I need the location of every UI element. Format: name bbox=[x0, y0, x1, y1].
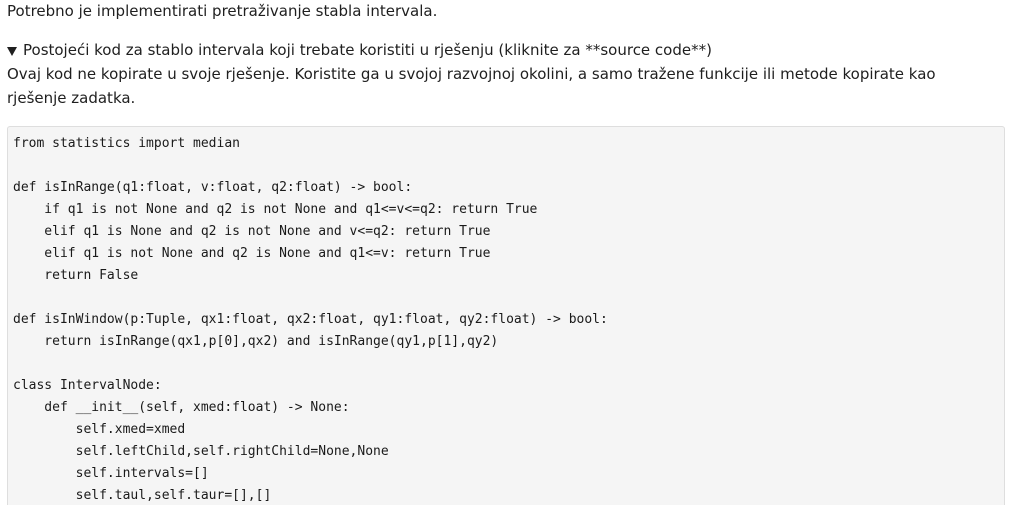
code-line bbox=[13, 287, 1004, 309]
code-line: def __init__(self, xmed:float) -> None: bbox=[13, 400, 350, 415]
code-line: def isInRange(q1:float, v:float, q2:floa… bbox=[13, 180, 413, 195]
code-line: return isInRange(qx1,p[0],qx2) and isInR… bbox=[13, 334, 499, 349]
code-line: self.xmed=xmed bbox=[13, 422, 186, 437]
code-line: return False bbox=[13, 268, 139, 283]
code-line: self.taul,self.taur=[],[] bbox=[13, 488, 272, 503]
intro-text: Potrebno je implementirati pretraživanje… bbox=[7, 2, 438, 20]
code-line: self.intervals=[] bbox=[13, 466, 209, 481]
code-line: elif q1 is not None and q2 is None and q… bbox=[13, 246, 491, 261]
code-line: from statistics import median bbox=[13, 136, 240, 151]
code-line: self.leftChild,self.rightChild=None,None bbox=[13, 444, 389, 459]
code-line bbox=[13, 353, 1004, 375]
details-note: Ovaj kod ne kopirate u svoje rješenje. K… bbox=[7, 65, 936, 107]
disclosure-triangle-icon bbox=[7, 46, 17, 56]
code-line: def isInWindow(p:Tuple, qx1:float, qx2:f… bbox=[13, 312, 608, 327]
source-code-details: Postojeći kod za stablo intervala koji t… bbox=[7, 38, 1007, 110]
code-line: class IntervalNode: bbox=[13, 378, 162, 393]
code-line: elif q1 is None and q2 is not None and v… bbox=[13, 224, 491, 239]
code-line bbox=[13, 155, 1004, 177]
code-block: from statistics import median def isInRan… bbox=[7, 126, 1005, 505]
details-summary-label: Postojeći kod za stablo intervala koji t… bbox=[23, 41, 712, 59]
code-line: if q1 is not None and q2 is not None and… bbox=[13, 202, 538, 217]
details-summary-toggle[interactable]: Postojeći kod za stablo intervala koji t… bbox=[7, 38, 1007, 62]
code-content: from statistics import median def isInRan… bbox=[8, 127, 1004, 505]
